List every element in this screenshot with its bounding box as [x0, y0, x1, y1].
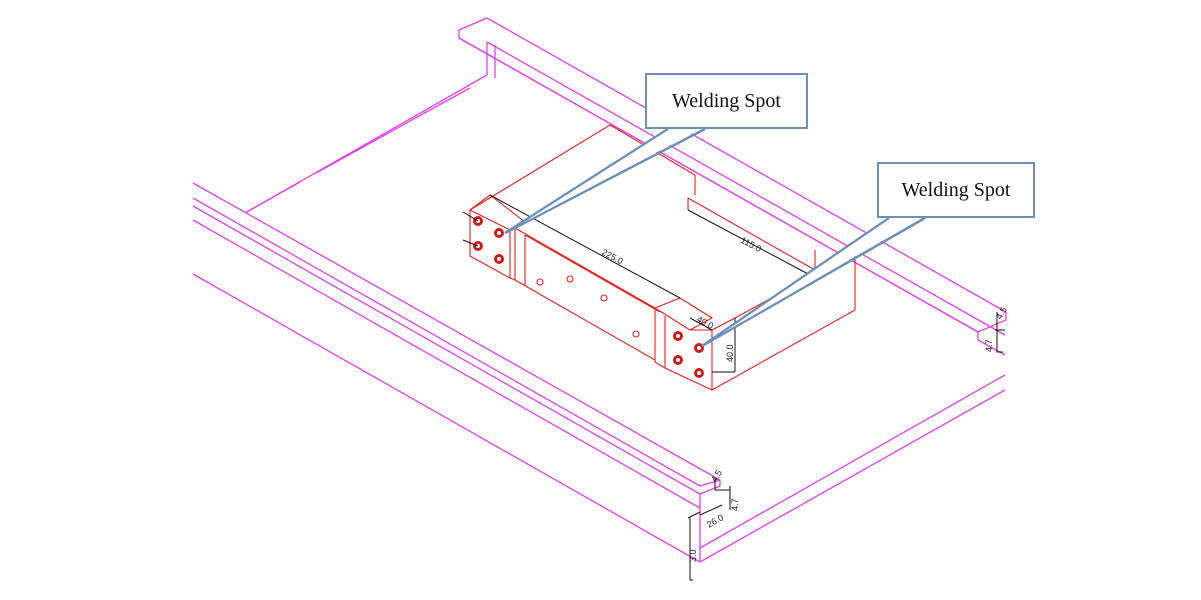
weld-spot — [694, 343, 704, 353]
weld-spot — [673, 331, 683, 341]
dim-115: 115.0 — [739, 235, 763, 254]
dim-profile-26: 26.0 — [705, 512, 725, 529]
dim-225: 225.0 — [600, 247, 625, 266]
dim-profile-3: 3.0 — [688, 549, 698, 562]
welding-spot-callout: Welding Spot — [877, 162, 1035, 218]
dim-block-width: 40.0 — [695, 314, 715, 331]
callout-label: Welding Spot — [672, 89, 781, 112]
bracket-part — [468, 124, 856, 391]
weld-spot — [694, 368, 704, 378]
dim-right-4-7: 4.7 — [984, 339, 994, 352]
welding-spot-callout: Welding Spot — [645, 73, 808, 129]
welding-spots — [473, 216, 704, 378]
dim-profile-4-7: 4.7 — [730, 498, 740, 511]
weld-spot — [673, 355, 683, 365]
dimension-lines — [462, 194, 1005, 581]
frame-rails — [192, 17, 1007, 563]
dim-block-height: 40.0 — [725, 344, 735, 362]
dim-right-4-5: 4.5 — [994, 305, 1009, 321]
callout-label: Welding Spot — [901, 178, 1011, 201]
weld-spot — [494, 254, 504, 264]
weld-spot — [494, 228, 504, 238]
dim-profile-4-5: 4.5 — [709, 468, 724, 484]
